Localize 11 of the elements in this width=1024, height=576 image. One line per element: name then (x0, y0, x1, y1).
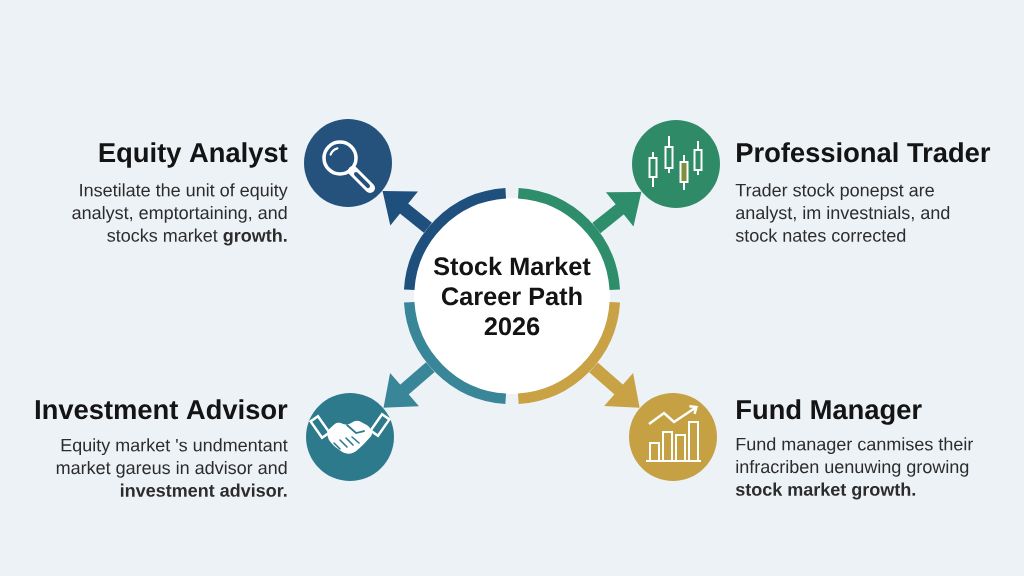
description: Trader stock ponepst are analyst, im investnials, and stock nates corrected (735, 183, 950, 242)
description: Insetilate the unit of equity analyst, emptortaining, and stocks market growth. (72, 183, 288, 246)
heading: Investment Advisor (35, 399, 288, 420)
heading: Professional Trader (737, 142, 991, 163)
icon-circle (304, 119, 392, 207)
icon-circle (632, 120, 720, 208)
description: Fund manager canmises their infracriben uenuwing growing stock market growth. (735, 437, 974, 500)
heading: Equity Analyst (99, 142, 288, 168)
description: Equity market 's undmentant market gareus in advisor and investment advisor. (56, 438, 288, 497)
icon-circle (629, 393, 717, 481)
heading: Fund Manager (737, 399, 922, 425)
